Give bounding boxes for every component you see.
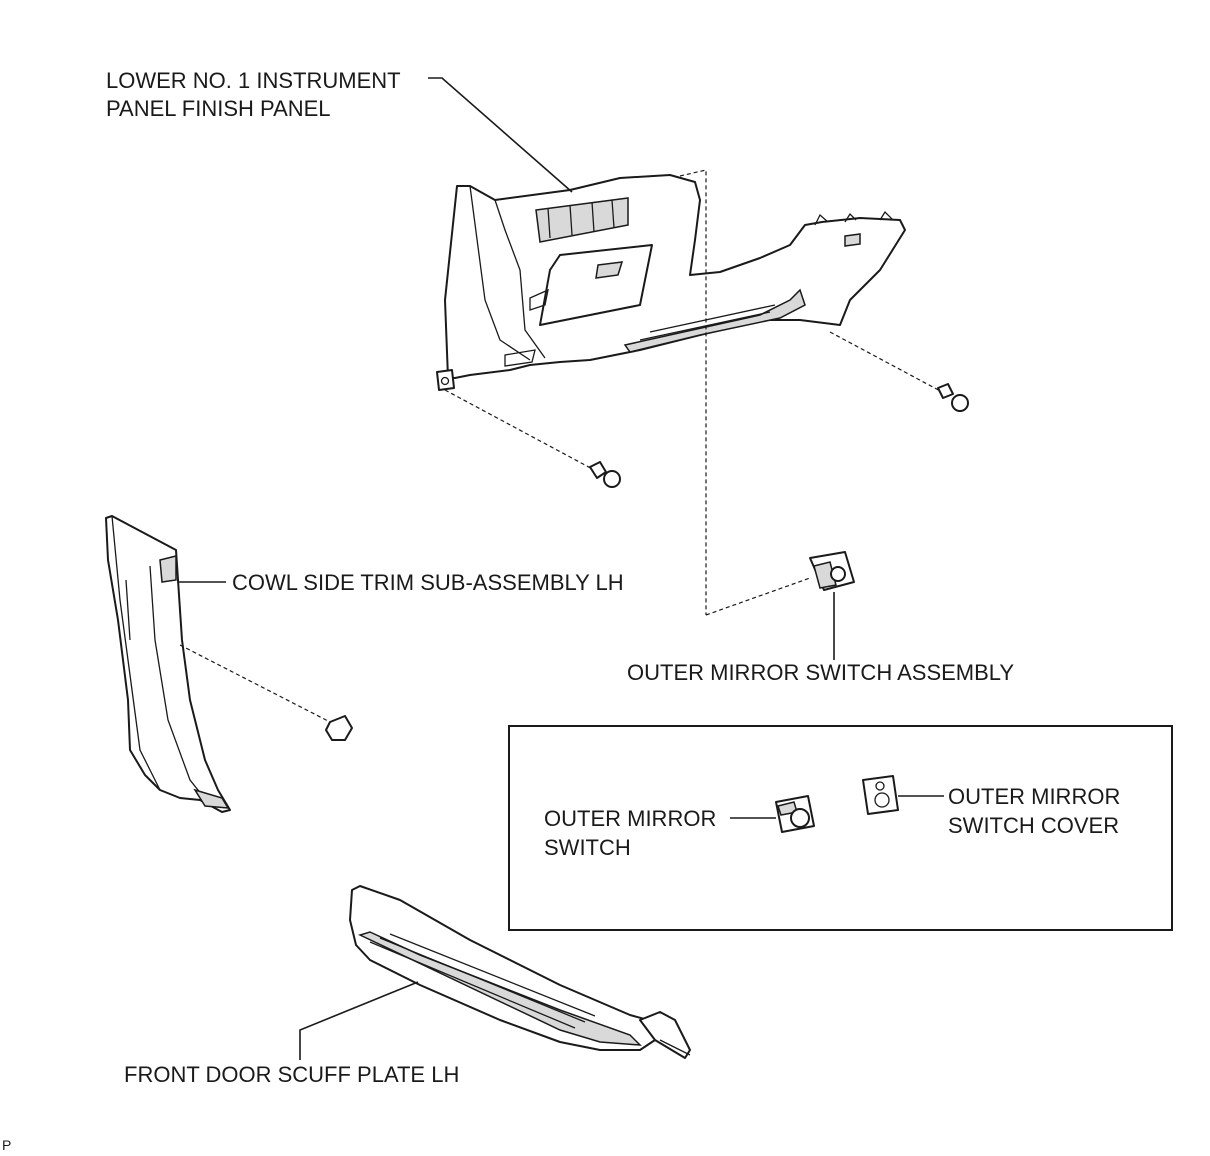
lower-panel-leader (428, 77, 573, 193)
panel-screw-left (444, 389, 621, 488)
outer-mirror-switch-cover (862, 775, 944, 815)
front-door-scuff-plate-lh (349, 885, 691, 1059)
label-mirror-switch-line1: OUTER MIRROR (544, 806, 716, 831)
label-mirror-switch-line2: SWITCH (544, 835, 631, 860)
outer-mirror-switch (730, 795, 815, 833)
label-mirror-switch-assembly: OUTER MIRROR SWITCH ASSEMBLY (627, 660, 1014, 685)
cowl-clip (179, 644, 353, 741)
lower-instrument-panel-finish-panel (436, 169, 906, 615)
outer-mirror-switch-assembly (705, 551, 855, 660)
cowl-side-trim-lh (105, 515, 231, 813)
label-mirror-cover-line2: SWITCH COVER (948, 813, 1119, 838)
label-scuff-plate: FRONT DOOR SCUFF PLATE LH (124, 1062, 459, 1087)
label-mirror-cover-line1: OUTER MIRROR (948, 784, 1120, 809)
label-lower-panel-line1: LOWER NO. 1 INSTRUMENT (106, 68, 401, 93)
detail-inset-box (508, 725, 1173, 931)
scuff-plate-leader (299, 981, 419, 1060)
label-cowl-side-trim: COWL SIDE TRIM SUB-ASSEMBLY LH (232, 570, 624, 595)
label-lower-panel-line2: PANEL FINISH PANEL (106, 96, 331, 121)
panel-screw-right (829, 331, 969, 412)
corner-mark: P (2, 1137, 11, 1153)
